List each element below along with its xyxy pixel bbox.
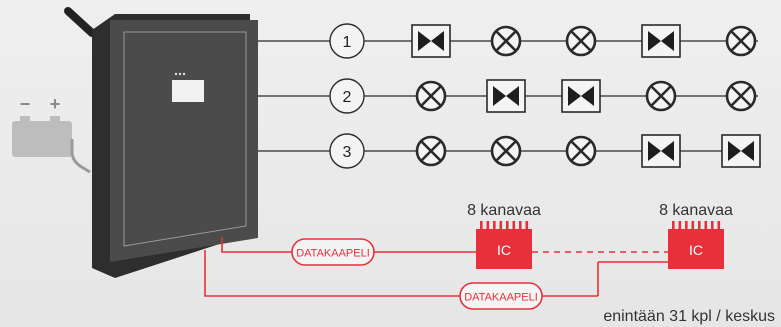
battery-body: [12, 121, 72, 157]
channel-number: 2: [343, 89, 352, 106]
ic-pin: [691, 221, 695, 231]
ic-pin: [685, 221, 688, 231]
channel-number-circle: [329, 23, 365, 59]
data-cable-label-2: DATAKAAPELI: [464, 292, 538, 304]
valve-icon: [721, 134, 761, 168]
antenna: [64, 7, 96, 37]
control-cabinet: [92, 14, 258, 278]
valve-icon: [641, 24, 681, 58]
ic-pin: [698, 221, 701, 231]
lamp-icon: [415, 80, 447, 112]
cabinet-led: [178, 72, 182, 76]
ic-pin: [704, 221, 708, 231]
ic-pin: [506, 221, 509, 231]
ic-pin: [486, 221, 490, 231]
channel-row-3: 3: [258, 133, 761, 169]
data-cable-badge-1: [291, 238, 375, 266]
cabinet-door-outline: [123, 31, 247, 247]
cabinet-led: [174, 72, 178, 76]
battery-plus-label: +: [50, 94, 61, 114]
cabinet-led: [182, 72, 186, 76]
lamp-icon: [565, 135, 597, 167]
ic-pin: [672, 221, 675, 231]
channel-number: 1: [343, 34, 352, 51]
battery-minus-label: −: [20, 94, 31, 114]
ic-pin: [711, 221, 714, 231]
ic-label: IC: [689, 242, 703, 258]
ic-pin: [493, 221, 496, 231]
channel-row-1: 1: [258, 23, 758, 59]
lamp-icon: [645, 80, 677, 112]
cabinet-display: [172, 80, 204, 102]
valve-icon: [486, 79, 526, 113]
lamp-icon: [725, 25, 757, 57]
battery-terminal-minus: [20, 116, 30, 122]
channel-number-circle: [329, 133, 365, 169]
lamp-icon: [725, 80, 757, 112]
channel-rows: 1 2 3: [258, 23, 761, 169]
ic-pin: [499, 221, 503, 231]
ic-caption: 8 kanavaa: [659, 202, 733, 219]
footer-note: enintään 31 kpl / keskus: [603, 308, 775, 325]
data-cabling: DATAKAAPELI DATAKAAPELI: [204, 237, 668, 310]
lamp-icon: [490, 135, 522, 167]
valve-icon: [641, 134, 681, 168]
ic-pin: [512, 221, 516, 231]
ic-pin: [525, 221, 529, 231]
channel-row-2: 2: [258, 78, 758, 114]
valve-icon: [411, 24, 451, 58]
lamp-icon: [415, 135, 447, 167]
battery-cable: [70, 139, 91, 174]
data-cable-badge-2: [459, 282, 543, 310]
battery: − +: [12, 94, 91, 174]
channel-number-circle: [329, 78, 365, 114]
ic-caption: 8 kanavaa: [467, 202, 541, 219]
cabinet-front: [110, 20, 258, 262]
ic-label: IC: [497, 242, 511, 258]
channel-number: 3: [343, 144, 352, 161]
ic-pin: [519, 221, 522, 231]
battery-terminal-plus: [50, 116, 60, 122]
ic-pin: [480, 221, 483, 231]
lamp-icon: [490, 25, 522, 57]
valve-icon: [561, 79, 601, 113]
data-cable-label-1: DATAKAAPELI: [296, 248, 370, 260]
ic-pin: [678, 221, 682, 231]
ic-body: [668, 229, 724, 269]
ic-body: [476, 229, 532, 269]
ic-pin: [717, 221, 721, 231]
data-cable-1-wire: [221, 237, 476, 253]
lamp-icon: [565, 25, 597, 57]
